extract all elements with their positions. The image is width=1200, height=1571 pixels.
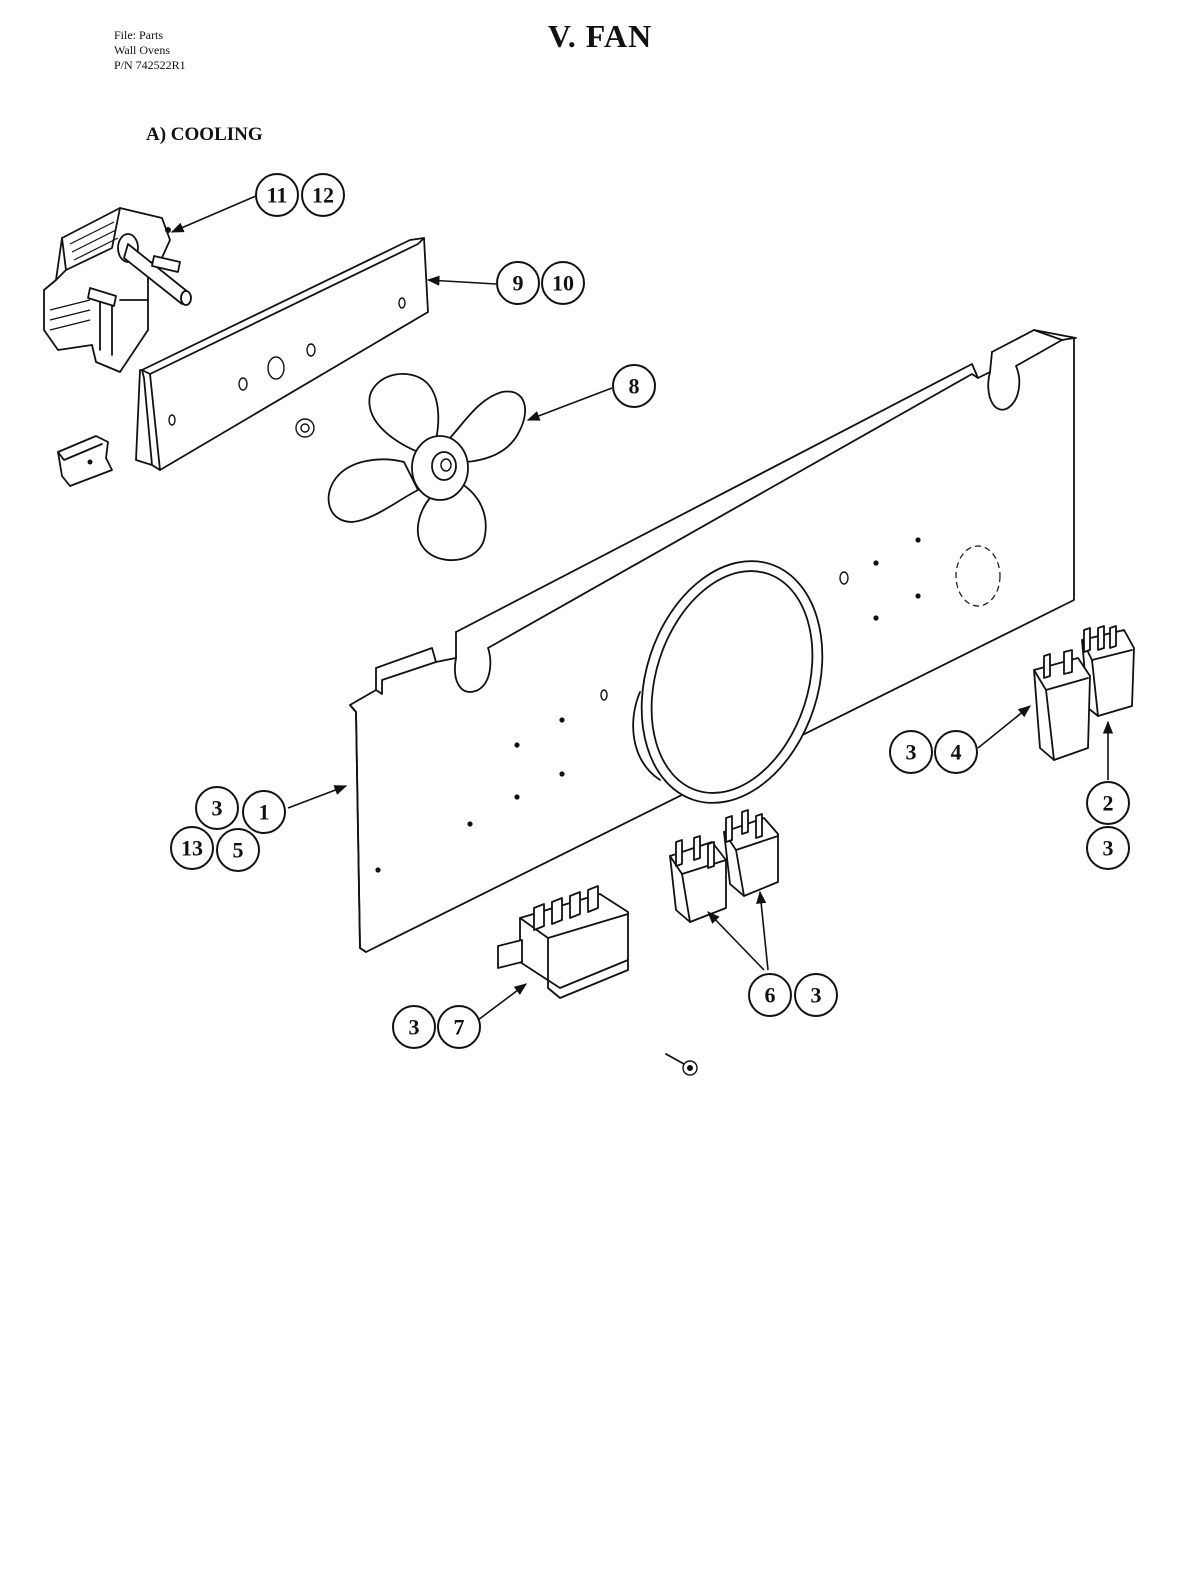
relay-pair-right [1033,625,1135,761]
transformer [497,885,629,999]
callout-label: 11 [267,183,288,208]
callout-label: 4 [951,740,962,765]
callout-label: 13 [181,836,203,861]
callout-label: 5 [233,838,244,863]
callout-relay-right-b: 2 3 [1086,781,1130,870]
callout-label: 12 [312,183,334,208]
callout-label: 3 [409,1015,420,1040]
product-line: Wall Ovens [114,43,171,57]
section-title: A) COOLING [146,124,263,145]
callout-fan-blade: 8 [612,364,656,408]
main-panel [349,329,1077,953]
callout-label: 3 [1103,836,1114,861]
leader-bracket [426,275,497,286]
callout-motor: 11 12 [255,173,345,217]
callout-label: 8 [629,374,640,399]
leader-relay-bottom-b [756,890,769,971]
callout-label: 6 [765,983,776,1008]
mounting-bracket [135,237,429,471]
file-line: File: Parts [114,28,164,42]
callout-label: 9 [513,271,524,296]
leader-fan-blade [526,387,613,421]
fan-motor [43,207,192,373]
file-info: File: Parts Wall Ovens P/N 742522R1 [114,28,186,73]
callout-label: 7 [454,1015,465,1040]
fan-blade [327,373,527,562]
callout-label: 3 [906,740,917,765]
leader-panel [287,785,348,809]
mounting-clip [57,435,113,487]
callout-label: 3 [212,796,223,821]
callout-relay-bottom: 6 3 [748,973,838,1017]
callout-transformer: 3 7 [392,1005,481,1049]
screw [665,1053,698,1076]
callout-panel: 3 1 13 5 [170,786,286,872]
callout-label: 10 [552,271,574,296]
hex-nut [295,418,315,438]
callout-label: 3 [811,983,822,1008]
callout-label: 1 [259,800,270,825]
leader-motor [170,195,257,233]
leader-relay-bottom-a [707,911,765,971]
leader-relay-right-a [977,705,1031,749]
callout-bracket: 9 10 [496,261,585,305]
leader-transformer [477,983,528,1021]
callout-relay-right-a: 3 4 [889,730,978,774]
callout-label: 2 [1103,791,1114,816]
relay-pair-bottom [669,809,779,923]
page-title: V. FAN [547,18,653,54]
part-number-line: P/N 742522R1 [114,58,186,72]
